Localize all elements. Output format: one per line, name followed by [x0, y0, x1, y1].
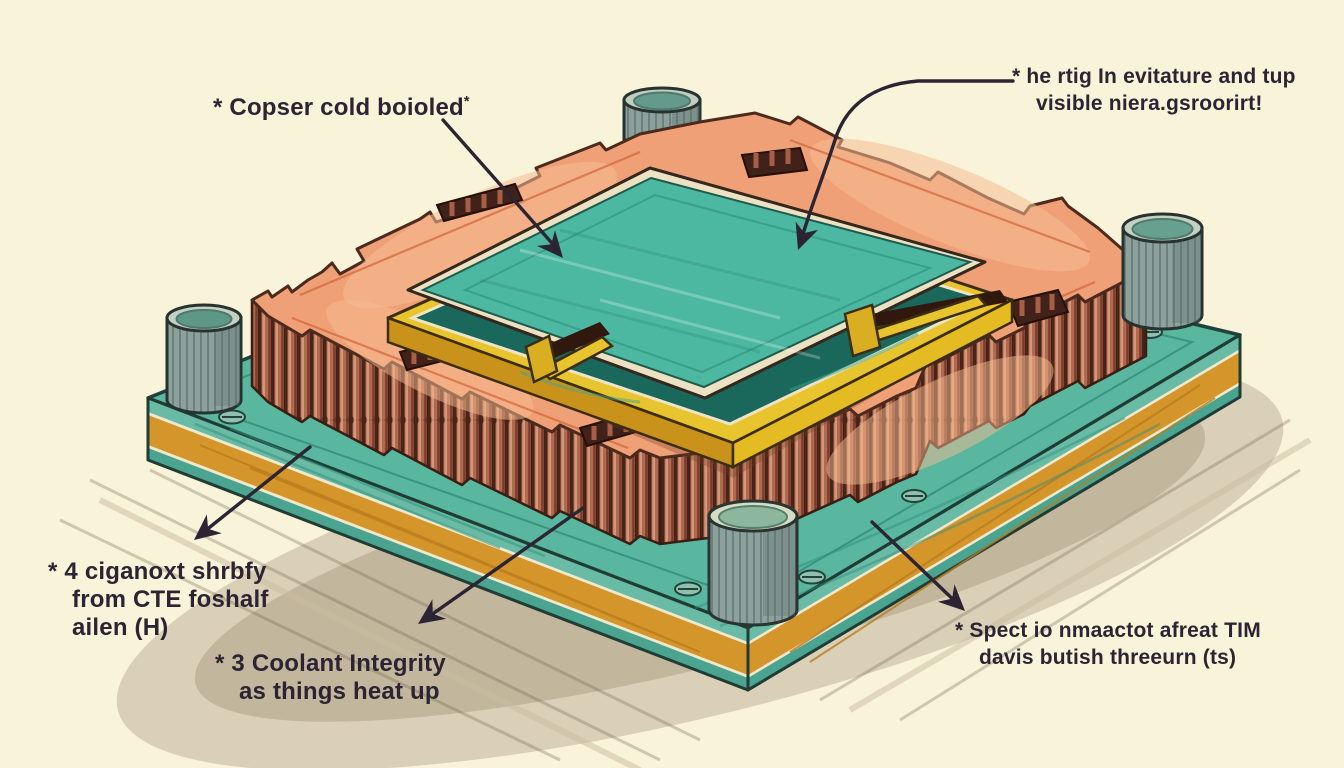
annotation-line: * Spect io nmaactot afreat TIM [955, 619, 1261, 642]
annotation-line: * Copser cold boioled* [213, 94, 470, 121]
standoff-cylinder-right [1121, 212, 1204, 331]
annotation-cte-left: * 4 ciganoxt shrbfy from CTE foshalf ail… [48, 558, 269, 642]
arrow-tim [870, 520, 962, 608]
annotation-superscript: * [463, 94, 470, 110]
standoff-cylinder-front [707, 499, 799, 627]
leader-arrows [194, 79, 1015, 624]
annotation-line: as things heat up [239, 678, 440, 705]
arrow-cold-plate [441, 118, 560, 252]
annotation-line: davis butish threeurn (ts) [979, 646, 1237, 669]
annotation-top-right: * he rtig In evitature and tup visible n… [1012, 63, 1296, 117]
standoff-cylinder-left [165, 303, 243, 415]
frame-bracket-left [524, 322, 615, 384]
die-assembly [386, 166, 1014, 470]
frame-bracket-right [843, 290, 1008, 358]
annotation-line: * 3 Coolant Integrity [215, 650, 446, 677]
arrow-top-right [798, 79, 1015, 246]
annotation-cold-plate: * Copser cold boioled* [213, 88, 470, 122]
annotation-coolant: * 3 Coolant Integrity as things heat up [215, 650, 446, 706]
board-edge-right [748, 352, 1240, 675]
annotation-tim: * Spect io nmaactot afreat TIM davis but… [955, 617, 1261, 671]
annotation-line: visible niera.gsroorirt! [1036, 92, 1263, 115]
annotation-line: * 4 ciganoxt shrbfy [48, 558, 267, 585]
arrow-left [198, 445, 312, 537]
annotation-line: from CTE foshalf [72, 586, 269, 613]
annotation-line: ailen (H) [72, 614, 169, 641]
silicon-die [420, 176, 973, 389]
arrow-coolant [422, 506, 585, 622]
annotation-line: * he rtig In evitature and tup [1012, 65, 1296, 88]
